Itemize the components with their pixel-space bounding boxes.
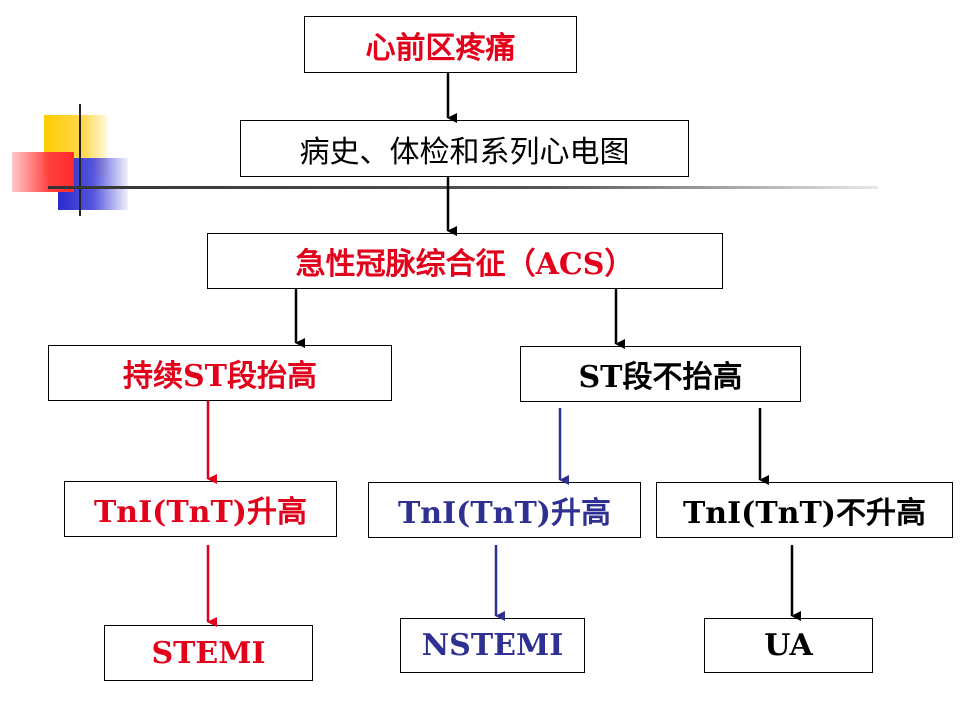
node-stemi: STEMI bbox=[104, 625, 313, 681]
node-troponin-not-up: TnI(TnT)不升高 bbox=[656, 482, 953, 538]
node-st-elevation: 持续ST段抬高 bbox=[48, 345, 392, 401]
deco-vertical-line bbox=[79, 104, 81, 216]
node-acs-label: 急性冠脉综合征（ACS） bbox=[295, 247, 635, 282]
node-history-exam-label: 病史、体检和系列心电图 bbox=[299, 134, 630, 170]
node-troponin-up-left: TnI(TnT)升高 bbox=[64, 481, 337, 537]
node-nstemi-label: NSTEMI bbox=[421, 628, 564, 663]
node-ua: UA bbox=[704, 618, 873, 673]
deco-horizontal-line bbox=[48, 186, 878, 189]
node-chest-pain: 心前区疼痛 bbox=[304, 16, 577, 73]
node-history-exam: 病史、体检和系列心电图 bbox=[240, 120, 689, 177]
node-st-elevation-label: 持续ST段抬高 bbox=[123, 359, 317, 394]
node-nstemi: NSTEMI bbox=[400, 618, 585, 673]
node-troponin-not-up-label: TnI(TnT)不升高 bbox=[682, 496, 927, 531]
node-ua-label: UA bbox=[764, 628, 813, 663]
node-chest-pain-label: 心前区疼痛 bbox=[365, 30, 516, 66]
node-troponin-up-middle-label: TnI(TnT)升高 bbox=[397, 496, 612, 531]
node-stemi-label: STEMI bbox=[151, 635, 266, 671]
node-troponin-up-left-label: TnI(TnT)升高 bbox=[93, 495, 308, 530]
decorative-corner-graphic bbox=[0, 100, 900, 220]
node-acs: 急性冠脉综合征（ACS） bbox=[207, 233, 723, 289]
deco-red-square bbox=[12, 152, 74, 192]
node-no-st-elevation: ST段不抬高 bbox=[520, 346, 801, 402]
node-no-st-elevation-label: ST段不抬高 bbox=[578, 360, 743, 395]
node-troponin-up-middle: TnI(TnT)升高 bbox=[368, 482, 641, 538]
